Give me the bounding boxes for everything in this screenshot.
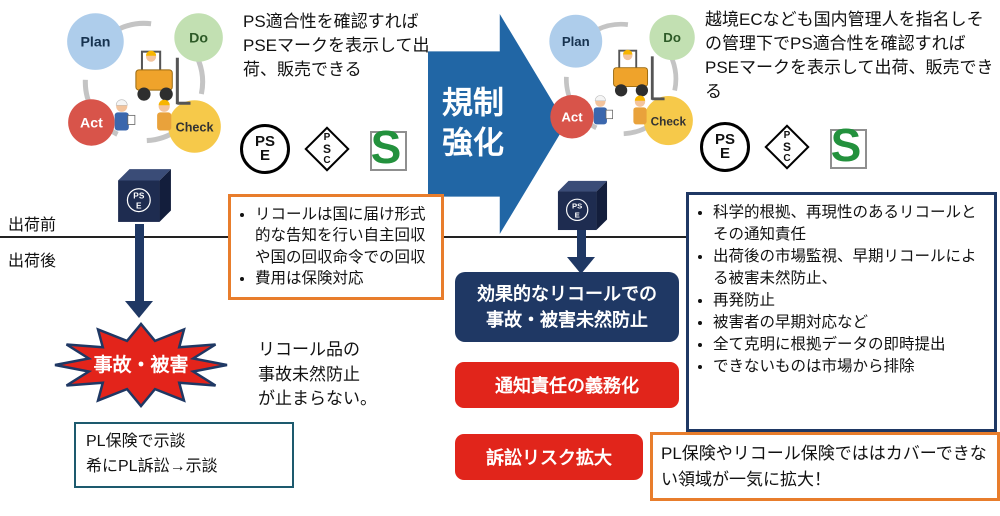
plan-circle: [549, 14, 603, 68]
list-item: 被害者の早期対応など: [713, 312, 990, 334]
act-circle: [550, 95, 594, 139]
plan-label: Plan: [81, 34, 111, 50]
s-mark-icon: S: [364, 124, 408, 172]
down-arrow-left-head: [125, 301, 153, 318]
svg-text:Act: Act: [561, 109, 583, 124]
worker-clipboard-icon: [593, 95, 613, 125]
do-circle: [174, 13, 223, 62]
pse-package-left: PS E: [118, 169, 171, 222]
svg-text:Check: Check: [651, 114, 687, 128]
check-circle: [168, 100, 221, 153]
psc-mark-icon: P S C: [763, 123, 811, 171]
worker-vest-icon: [633, 95, 647, 125]
list-item: 出荷後の市場監視、早期リコールによる被害未然防止、: [713, 246, 990, 290]
do-label: Do: [189, 30, 208, 46]
recall-bullet-list: リコールは国に届け形式的な告知を行い自主回収や国の回収命令での回収 費用は保険対…: [233, 204, 435, 290]
insurance-gap-box: PL保険やリコール保険でははカバーできない領域が一気に拡大！: [650, 432, 1000, 501]
pse-mark-text: E: [259, 147, 270, 164]
new-requirements-box: 科学的根拠、再現性のあるリコールとその通知責任 出荷後の市場監視、早期リコールに…: [686, 192, 997, 432]
svg-text:Plan: Plan: [562, 34, 590, 49]
pdca-illustration-right: Plan Do Act Check: [549, 14, 695, 146]
forklift-icon: [135, 50, 191, 105]
psc-mark-icon: P S C: [303, 125, 351, 173]
right-description: 越境ECなども国内管理人を指名しその管理下でPS適合性を確認すればPSEマークを…: [705, 10, 994, 102]
regulation-arrow-label: 規制 強化: [442, 85, 504, 161]
ship-after-label: 出荷後: [8, 253, 57, 270]
list-item: 再発防止: [713, 290, 990, 312]
list-item: リコールは国に届け形式的な告知を行い自主回収や国の回収命令での回収: [255, 204, 435, 268]
recall-info-box: リコールは国に届け形式的な告知を行い自主回収や国の回収命令での回収 費用は保険対…: [228, 194, 444, 300]
act-circle: [68, 99, 115, 146]
pse-mark-icon: PS E: [700, 122, 750, 172]
plan-circle: [67, 13, 124, 70]
list-item: 科学的根拠、再現性のあるリコールとその通知責任: [713, 202, 990, 246]
list-item: できないものは市場から排除: [713, 356, 990, 378]
lawsuit-risk-box: 訴訟リスク拡大: [455, 434, 643, 480]
act-label: Act: [80, 115, 103, 131]
effective-recall-box: 効果的なリコールでの 事故・被害未然防止: [455, 272, 679, 342]
forklift-icon: [613, 49, 665, 101]
check-circle: [643, 96, 693, 146]
pse-mark-text: PS: [254, 132, 275, 150]
notification-duty-box: 通知責任の義務化: [455, 362, 679, 408]
pse-package-right: PS E: [557, 180, 608, 231]
svg-text:Do: Do: [663, 30, 681, 45]
pse-mark-icon: PS E: [240, 124, 290, 174]
left-description: PS適合性を確認すればPSEマークを表示して出荷、販売できる: [243, 12, 430, 80]
worker-clipboard-icon: [114, 99, 136, 131]
check-label: Check: [176, 121, 215, 135]
ship-before-label: 出荷前: [8, 217, 57, 234]
down-arrow-left: [135, 224, 144, 302]
list-item: 全て克明に根拠データの即時提出: [713, 334, 990, 356]
accident-burst-label: 事故・被害: [93, 353, 188, 376]
worker-vest-icon: [157, 99, 172, 131]
svg-text:E: E: [136, 201, 142, 210]
svg-text:E: E: [575, 211, 580, 220]
s-mark-icon: S: [824, 122, 868, 170]
requirements-list: 科学的根拠、再現性のあるリコールとその通知責任 出荷後の市場監視、早期リコールに…: [691, 202, 990, 378]
recall-note: リコール品の 事故未然防止 が止まらない。: [258, 340, 377, 409]
s-mark-square: [370, 131, 407, 171]
pdca-illustration-left: Plan Do Act Check: [67, 13, 223, 153]
pl-settlement-box: PL保険で示談 希にPL訴訟→示談: [74, 422, 294, 488]
down-arrow-center-head: [567, 257, 595, 274]
marks-row-right: PS E P S C S: [700, 122, 868, 172]
svg-text:PS: PS: [572, 201, 582, 210]
marks-row-left: PS E P S C S: [240, 124, 408, 174]
svg-text:PS: PS: [133, 192, 145, 201]
do-circle: [649, 14, 695, 61]
accident-burst: 事故・被害: [54, 322, 228, 408]
down-arrow-center: [577, 230, 586, 258]
list-item: 費用は保険対応: [255, 268, 435, 289]
